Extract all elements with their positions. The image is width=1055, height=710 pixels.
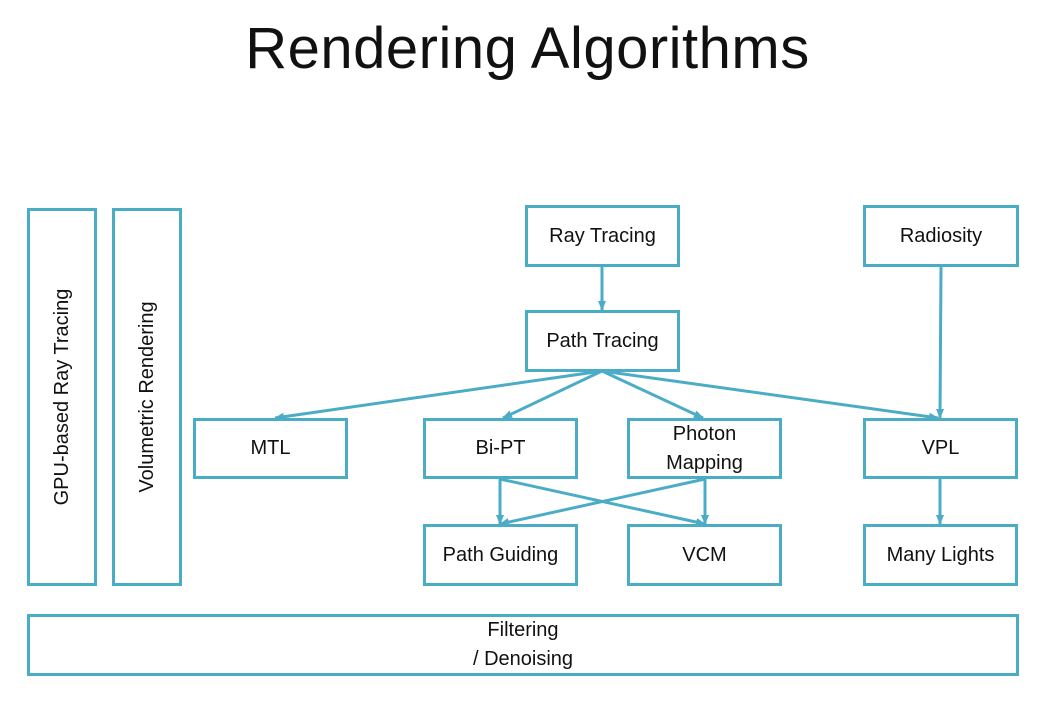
path-guiding-label: Path Guiding bbox=[442, 543, 559, 566]
vpl-label: VPL bbox=[921, 437, 960, 459]
bi-pt-box: Bi-PT bbox=[423, 418, 578, 479]
path-tracing-label: Path Tracing bbox=[546, 329, 659, 352]
arrow-path-tracing-to-vpl bbox=[601, 369, 939, 421]
arrow-photon-mapping-to-path-guiding bbox=[499, 477, 706, 526]
radiosity-box: Radiosity bbox=[863, 205, 1019, 267]
gpu-ray-tracing-label: GPU-based Ray Tracing bbox=[51, 288, 73, 506]
path-guiding-box: Path Guiding bbox=[423, 524, 578, 586]
arrow-path-tracing-to-photon-mapping bbox=[601, 369, 704, 420]
photon-mapping-box: Photon Mapping bbox=[627, 418, 782, 479]
vcm-label: VCM bbox=[682, 543, 727, 566]
mtl-box: MTL bbox=[193, 418, 348, 479]
ray-tracing-box: Ray Tracing bbox=[525, 205, 680, 267]
arrow-path-tracing-to-bi-pt bbox=[502, 369, 603, 420]
photon-mapping-label: Photon Mapping bbox=[666, 422, 743, 474]
ray-tracing-label: Ray Tracing bbox=[549, 224, 656, 247]
volumetric-rendering-label: Volumetric Rendering bbox=[136, 301, 158, 493]
vpl-box: VPL bbox=[863, 418, 1018, 479]
filtering-denoising-label: Filtering / Denoising bbox=[472, 619, 574, 670]
many-lights-box: Many Lights bbox=[863, 524, 1018, 586]
gpu-ray-tracing-box: GPU-based Ray Tracing bbox=[27, 208, 97, 586]
arrow-path-tracing-to-mtl bbox=[274, 369, 603, 421]
radiosity-label: Radiosity bbox=[899, 224, 983, 247]
arrow-radiosity-to-vpl bbox=[936, 265, 945, 419]
filtering-denoising-box: Filtering / Denoising bbox=[27, 614, 1019, 676]
vcm-box: VCM bbox=[627, 524, 782, 586]
volumetric-rendering-box: Volumetric Rendering bbox=[112, 208, 182, 586]
path-tracing-box: Path Tracing bbox=[525, 310, 680, 372]
diagram-title: Rendering Algorithms bbox=[245, 16, 810, 81]
mtl-label: MTL bbox=[250, 437, 291, 459]
bi-pt-label: Bi-PT bbox=[475, 437, 526, 459]
many-lights-label: Many Lights bbox=[886, 543, 995, 566]
